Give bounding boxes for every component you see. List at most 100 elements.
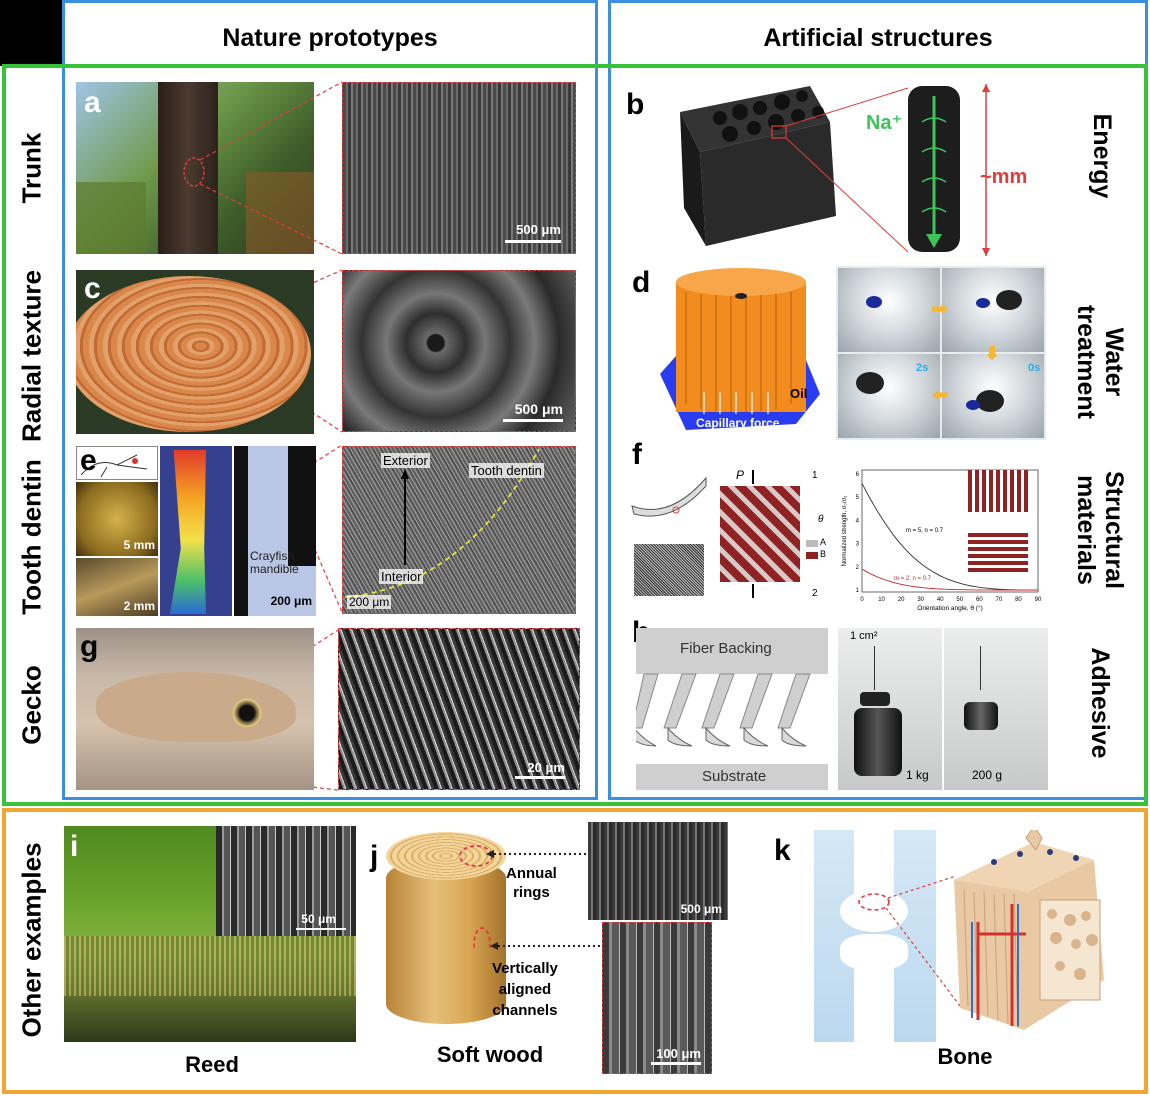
caption-wood: Soft wood [436, 1042, 544, 1067]
chart-f-ylabel: Normalized strength, σ₀/σ₁ [842, 496, 848, 567]
inset-vertical-lamellae [968, 470, 1028, 512]
label-1kg: 1 kg [906, 768, 929, 782]
reed-photo [64, 826, 356, 1042]
inset-horizontal-lamellae [968, 532, 1028, 572]
label-0s: 0s [1028, 362, 1041, 374]
chart-f-ytick: 1 [856, 588, 860, 594]
gecko-eye [232, 698, 262, 728]
scale-j-bottom: 100 μm [656, 1046, 701, 1061]
scale-j-top: 500 μm [680, 902, 722, 916]
scale-c: 500 μm [514, 401, 563, 417]
chart-f-xtick: 70 [996, 597, 1003, 603]
laminate-square [720, 486, 800, 582]
chart-f-xtick: 60 [976, 597, 983, 603]
wood-sem-top: 500 μm [588, 822, 728, 920]
label-200g: 200 g [972, 768, 1003, 782]
moire-pattern [634, 544, 704, 596]
gecko-body [96, 672, 296, 742]
letter-c: c [84, 272, 101, 305]
wood-log [386, 858, 506, 1024]
letter-b: b [626, 88, 645, 121]
header-nature: Nature prototypes [222, 24, 438, 52]
log-cross-section [76, 276, 311, 432]
other-examples-frame [2, 808, 1148, 1094]
scale-e-sem: 200 μm [347, 595, 392, 609]
gecko-sem: 20 μm [338, 628, 580, 790]
chart-f-xtick: 30 [917, 597, 924, 603]
nature-column-frame [62, 0, 598, 800]
main-rows-frame [2, 64, 1148, 806]
label-exterior: Exterior [381, 453, 430, 468]
fiber-diagram [636, 628, 828, 790]
label-substrate: Substrate [702, 768, 767, 785]
scale-g: 20 μm [527, 760, 565, 775]
heatmap-map [160, 446, 232, 616]
scale-e-top: 5 mm [123, 538, 155, 552]
wood-sem-bottom: 100 μm [602, 922, 712, 1074]
chart-f-xlabel: Orientation angle, θ (°) [917, 604, 982, 612]
chart-f-curve2-label: m = 2, n = 0.7 [894, 576, 932, 582]
water-diagram [660, 268, 820, 430]
mandible-photo-bottom: 2 mm [76, 558, 158, 616]
label-tooth-dentin: Tooth dentin [469, 463, 544, 478]
label-na-ion: Na⁺ [866, 112, 903, 134]
chart-f-ytick: 4 [856, 518, 860, 524]
chart-f-ytick: 3 [856, 542, 860, 548]
knee-panel [814, 830, 936, 1042]
radial-photo [76, 270, 314, 434]
letter-k: k [774, 834, 791, 867]
chart-f-xtick: 90 [1035, 597, 1042, 603]
wood-annotations [459, 845, 600, 950]
bone-diagram [858, 830, 1104, 1030]
scale-e-mandible: 200 μm [270, 594, 312, 608]
chart-f-ytick: 5 [856, 495, 860, 501]
right-label-adhesive: Adhesive [1086, 647, 1114, 759]
label-2s: 2s [916, 362, 929, 374]
gecko-photo [76, 628, 314, 790]
chart-f-xtick: 80 [1015, 597, 1022, 603]
wood-top-rings [386, 832, 506, 880]
chart-f-xtick: 50 [956, 597, 963, 603]
trunk-photo [76, 82, 314, 254]
label-interior: Interior [379, 569, 424, 584]
legend-a: A [820, 537, 827, 547]
weight-photos: 1 cm² 1 kg 200 g [838, 628, 1048, 790]
tree-trunk [158, 82, 218, 254]
letter-j: j [370, 840, 379, 873]
scale-e-bottom: 2 mm [123, 599, 155, 613]
chart-f-xtick: 0 [860, 597, 864, 603]
label-axis-2: 2 [812, 588, 818, 599]
scale-i: 50 μm [301, 912, 336, 926]
letter-e: e [80, 444, 97, 477]
heatmap-gradient [170, 450, 206, 614]
corner-block [0, 0, 62, 66]
crayfish-sketch [76, 446, 158, 480]
chart-f-curve1-label: m = 5, n = 0.7 [906, 528, 944, 534]
chart-f-xtick: 10 [878, 597, 885, 603]
energy-diagram [680, 84, 990, 256]
letter-g: g [80, 630, 99, 663]
label-axis-1: 1 [812, 470, 818, 481]
label-area: 1 cm² [850, 630, 878, 642]
chart-f-xtick: 40 [937, 597, 944, 603]
nacre-sketch [631, 476, 707, 517]
legend-b: B [820, 549, 827, 559]
radial-sem: 500 μm [342, 270, 576, 432]
chart-f-ytick: 6 [856, 472, 860, 478]
letter-d: d [632, 266, 651, 299]
header-artificial: Artificial structures [763, 24, 993, 52]
dentin-sem: Exterior Interior Tooth dentin 200 μm [342, 446, 576, 614]
label-theta: θ [818, 514, 824, 525]
mandible-photo-top: 5 mm [76, 482, 158, 556]
caption-bone: Bone [937, 1044, 993, 1069]
letter-f: f [632, 438, 642, 471]
letter-i: i [70, 830, 79, 863]
label-p: P [736, 468, 745, 482]
label-capillary: Capillary force [696, 416, 780, 430]
chart-f-curve-m2 [861, 568, 1038, 591]
